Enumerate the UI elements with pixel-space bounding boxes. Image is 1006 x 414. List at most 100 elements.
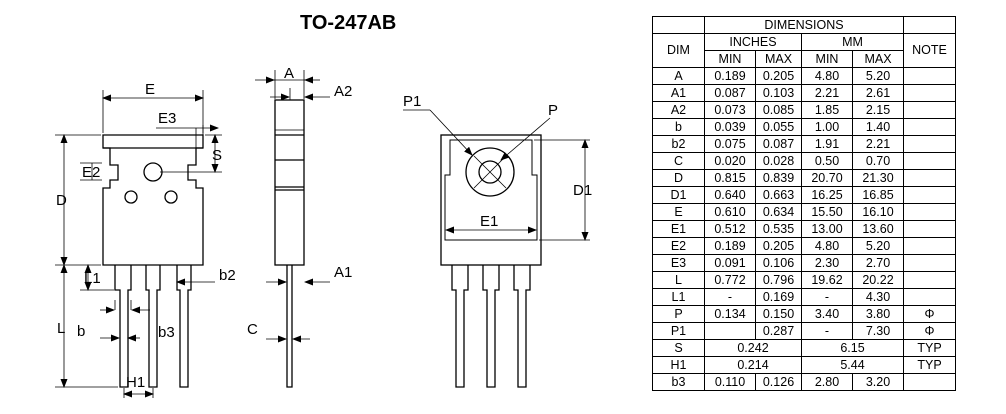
table-cell-mm-max: 4.30	[852, 288, 904, 306]
back-lead-2	[482, 265, 500, 388]
table-cell-in-max: 0.103	[755, 84, 802, 102]
table-cell-in-min: -	[704, 288, 756, 306]
side-body	[274, 99, 305, 266]
table-cell-in-max: 0.287	[755, 322, 802, 340]
table-cell-in-min: 0.075	[704, 135, 756, 153]
table-cell-in-max: 0.126	[755, 373, 802, 391]
table-cell-dim: b	[652, 118, 705, 136]
table-cell-note	[903, 135, 956, 153]
front-ejector-hole-left	[124, 190, 138, 204]
front-lead-2	[145, 265, 161, 388]
table-cell-note	[903, 186, 956, 204]
side-lead	[286, 265, 293, 388]
table-cell-note	[903, 169, 956, 187]
table-cell-mm-max: 16.85	[852, 186, 904, 204]
table-cell-mm-max: 5.20	[852, 67, 904, 85]
table-cell-mm-max: 16.10	[852, 203, 904, 221]
table-cell-dim: D1	[652, 186, 705, 204]
table-cell-mm-min: 2.80	[801, 373, 853, 391]
table-cell-in-min: 0.020	[704, 152, 756, 170]
front-view	[55, 90, 222, 398]
table-cell-in-min: 0.640	[704, 186, 756, 204]
back-heatsink-pad	[444, 139, 538, 241]
table-cell-mm: 6.15	[801, 339, 904, 357]
table-cell-in-min: 0.039	[704, 118, 756, 136]
table-cell-mm-min: 0.50	[801, 152, 853, 170]
table-cell-dim: A2	[652, 101, 705, 119]
header-dim: DIM	[652, 33, 705, 68]
table-cell-mm-min: 1.85	[801, 101, 853, 119]
table-cell-mm: 5.44	[801, 356, 904, 374]
table-cell-note: Φ	[903, 305, 956, 323]
table-cell-note: TYP	[903, 339, 956, 357]
header-in-max: MAX	[755, 50, 802, 68]
table-cell-note	[903, 101, 956, 119]
table-cell-mm-max: 0.70	[852, 152, 904, 170]
table-cell-mm-max: 2.21	[852, 135, 904, 153]
table-cell-mm-max: 5.20	[852, 237, 904, 255]
table-cell-in-max: 0.169	[755, 288, 802, 306]
table-cell-mm-min: 4.80	[801, 237, 853, 255]
label-L1: L1	[84, 270, 101, 287]
label-b3: b3	[158, 324, 175, 341]
label-E3: E3	[158, 110, 176, 127]
table-cell-in-max: 0.055	[755, 118, 802, 136]
table-cell-in-min: 0.512	[704, 220, 756, 238]
table-cell-mm-max: 20.22	[852, 271, 904, 289]
label-S: S	[212, 147, 222, 164]
label-A: A	[284, 65, 294, 82]
header-mm: MM	[801, 33, 904, 51]
table-cell-in-min: 0.189	[704, 237, 756, 255]
table-cell-note	[903, 271, 956, 289]
table-cell-note	[903, 220, 956, 238]
table-cell-dim: P1	[652, 322, 705, 340]
table-cell-mm-min: 19.62	[801, 271, 853, 289]
table-cell-dim: b3	[652, 373, 705, 391]
table-cell-in-min: 0.073	[704, 101, 756, 119]
table-cell-in-max: 0.028	[755, 152, 802, 170]
front-lead-1	[114, 265, 132, 388]
table-cell-note	[903, 254, 956, 272]
table-cell-in-max: 0.205	[755, 237, 802, 255]
table-cell-mm-min: 1.00	[801, 118, 853, 136]
dimensions-table: DIMENSIONS DIM INCHES MM NOTE MIN MAX MI…	[652, 16, 956, 391]
table-cell-mm-max: 2.70	[852, 254, 904, 272]
table-cell-mm-min: 13.00	[801, 220, 853, 238]
table-cell-inch: 0.242	[704, 339, 802, 357]
table-cell-in-max: 0.087	[755, 135, 802, 153]
table-cell-mm-min: 1.91	[801, 135, 853, 153]
back-labels: P1 P D1 E1	[403, 93, 592, 230]
table-cell-mm-max: 1.40	[852, 118, 904, 136]
back-view	[403, 109, 590, 388]
table-cell-in-min: 0.610	[704, 203, 756, 221]
table-cell-inch: 0.214	[704, 356, 802, 374]
table-cell-in-max: 0.535	[755, 220, 802, 238]
table-cell-mm-max: 7.30	[852, 322, 904, 340]
table-cell-note	[903, 118, 956, 136]
label-H1: H1	[126, 374, 145, 391]
table-cell-dim: P	[652, 305, 705, 323]
back-mounting-hole	[478, 160, 502, 184]
table-cell-mm-min: -	[801, 288, 853, 306]
table-cell-in-min	[704, 322, 756, 340]
front-ejector-hole-right	[164, 190, 178, 204]
table-cell-mm-min: 4.80	[801, 67, 853, 85]
label-E: E	[145, 81, 155, 98]
table-cell-dim: H1	[652, 356, 705, 374]
table-cell-mm-max: 13.60	[852, 220, 904, 238]
back-body	[440, 134, 542, 266]
package-title: TO-247AB	[300, 12, 397, 34]
label-D: D	[56, 192, 67, 209]
label-A2: A2	[334, 83, 352, 100]
